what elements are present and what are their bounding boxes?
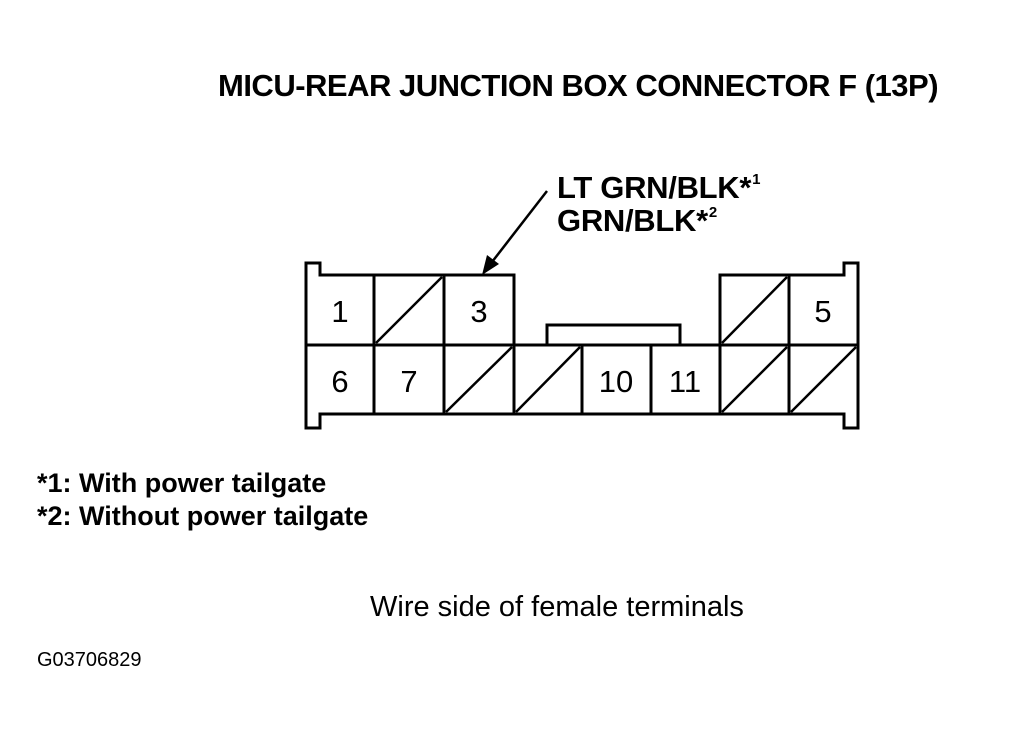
footnote-mark-2: 2: [708, 204, 717, 221]
unused-cavity-2-slash: [375, 276, 443, 344]
wire-color-callout-1: LT GRN/BLK*1: [557, 170, 761, 206]
wire-color-callout-2: GRN/BLK*2: [557, 203, 717, 239]
leader-line: [491, 190, 548, 263]
pin-3-label: 3: [470, 294, 487, 329]
connector-body: [304, 261, 860, 430]
unused-cavity-12-slash: [721, 346, 788, 413]
unused-cavities: [375, 276, 857, 413]
pin-labels: 1 3 5 6 7 10 11: [331, 294, 831, 399]
callout-leader: [482, 190, 548, 275]
wire-color-label-1: LT GRN/BLK*: [557, 170, 752, 205]
wire-color-label-2: GRN/BLK*: [557, 203, 708, 238]
pin-7-label: 7: [400, 364, 417, 399]
footnote-1: *1: With power tailgate: [37, 468, 327, 498]
pin-6-label: 6: [331, 364, 348, 399]
footnote-2: *2: Without power tailgate: [37, 501, 369, 531]
leader-arrowhead-icon: [482, 255, 499, 275]
connector-outline: [304, 261, 860, 430]
pin-10-label: 10: [599, 364, 633, 399]
diagram-title: MICU-REAR JUNCTION BOX CONNECTOR F (13P): [218, 68, 939, 103]
view-caption: Wire side of female terminals: [370, 591, 744, 623]
unused-cavity-9-slash: [515, 346, 581, 413]
pin-1-label: 1: [331, 294, 348, 329]
pin-5-label: 5: [814, 294, 831, 329]
figure-code: G03706829: [37, 649, 142, 671]
unused-cavity-13-slash: [790, 346, 857, 413]
footnote-mark-1: 1: [752, 171, 761, 188]
unused-cavity-4-slash: [721, 276, 788, 344]
pin-11-label: 11: [669, 364, 701, 399]
unused-cavity-8-slash: [445, 346, 513, 413]
